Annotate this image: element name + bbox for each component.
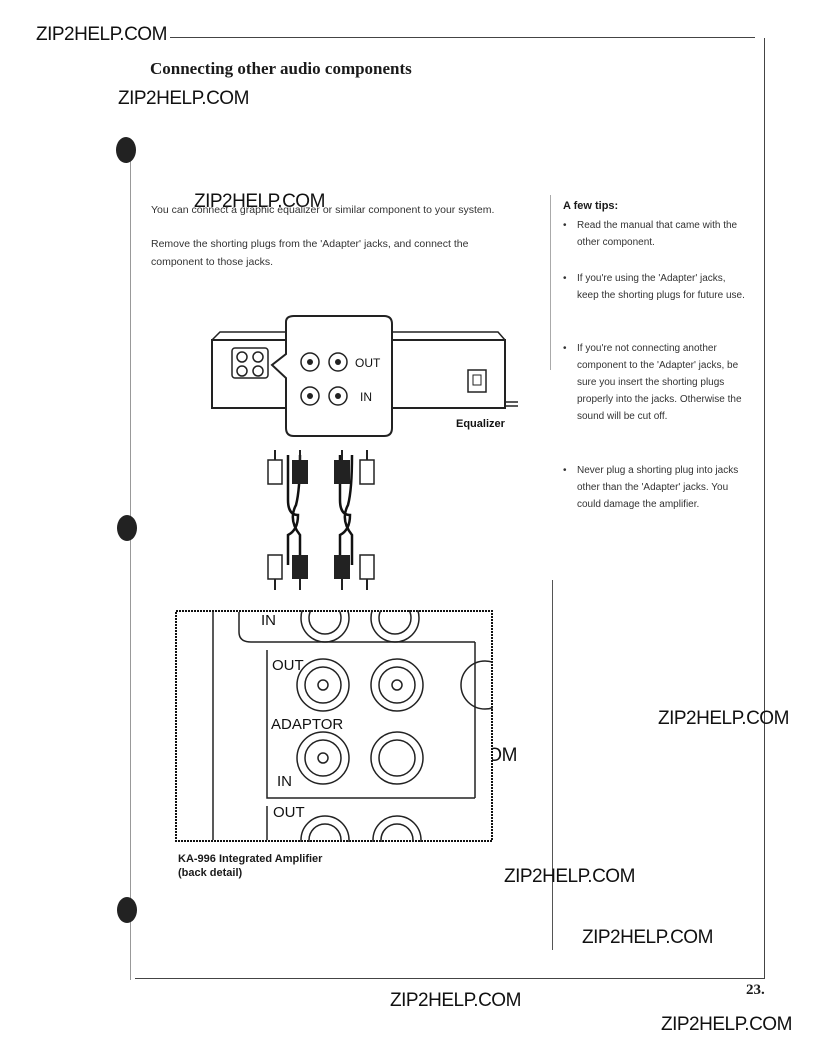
amplifier-caption-line2: (back detail) [178, 867, 243, 879]
tip-item-2: •If you're using the 'Adapter' jacks, ke… [563, 270, 750, 304]
binder-hole-middle [117, 515, 137, 541]
watermark-3: ZIP2HELP.COM [194, 191, 325, 212]
tip-item-1: •Read the manual that came with the othe… [563, 217, 750, 251]
binder-hole-bottom [117, 897, 137, 923]
page-title: Connecting other audio components [150, 59, 412, 78]
watermark-2: ZIP2HELP.COM [118, 88, 249, 109]
frame-top-line [170, 37, 755, 38]
watermark-8: ZIP2HELP.COM [390, 990, 521, 1011]
equalizer-out-label: OUT [355, 356, 381, 370]
intro-paragraph-2: Remove the shorting plugs from the 'Adap… [151, 238, 469, 268]
column-divider-bottom [552, 580, 553, 950]
amplifier-back-detail-figure: IN OUT ADAPTOR IN OUT [175, 610, 493, 842]
equalizer-in-label: IN [360, 390, 372, 404]
watermark-7: ZIP2HELP.COM [582, 927, 713, 948]
tip-text: Never plug a shorting plug into jacks ot… [577, 465, 739, 510]
tip-item-3: •If you're not connecting another compon… [563, 340, 750, 425]
rca-plugs-bottom [267, 554, 375, 590]
frame-left-line [130, 150, 131, 980]
frame-right-line [764, 38, 765, 978]
amplifier-caption-line1: KA-996 Integrated Amplifier [178, 853, 323, 865]
column-divider-top [550, 195, 551, 370]
amp-in-top-label: IN [261, 612, 276, 629]
binder-hole-top [116, 137, 136, 163]
tip-text: If you're using the 'Adapter' jacks, kee… [577, 273, 745, 301]
amp-adaptor-label: ADAPTOR [271, 716, 343, 733]
tip-text: Read the manual that came with the other… [577, 220, 738, 248]
intro-paragraph-1: You can connect a graphic equalizer or s… [151, 204, 495, 216]
amp-out-lower-label: OUT [273, 804, 305, 821]
equalizer-caption: Equalizer [456, 418, 506, 430]
watermark-9: ZIP2HELP.COM [661, 1014, 792, 1035]
amp-out-label: OUT [272, 657, 304, 674]
watermark-4: ZIP2HELP.COM [658, 708, 789, 729]
equalizer-connection-figure: OUT IN Equalizer [211, 315, 518, 590]
rca-plugs-top [267, 450, 375, 485]
watermark-1: ZIP2HELP.COM [36, 24, 167, 45]
amplifier-jacks [296, 610, 493, 842]
amplifier-caption: KA-996 Integrated Amplifier (back detail… [178, 852, 322, 880]
tip-text: If you're not connecting another compone… [577, 343, 742, 422]
watermark-6: ZIP2HELP.COM [504, 866, 635, 887]
page-number: 23. [746, 982, 765, 998]
frame-bottom-line [135, 978, 765, 979]
amplifier-jack-cluster [231, 347, 269, 379]
amp-in-lower-label: IN [277, 773, 292, 790]
jack-callout: OUT IN [270, 315, 393, 437]
tips-heading: A few tips: [563, 200, 619, 212]
tip-item-4: •Never plug a shorting plug into jacks o… [563, 462, 750, 513]
